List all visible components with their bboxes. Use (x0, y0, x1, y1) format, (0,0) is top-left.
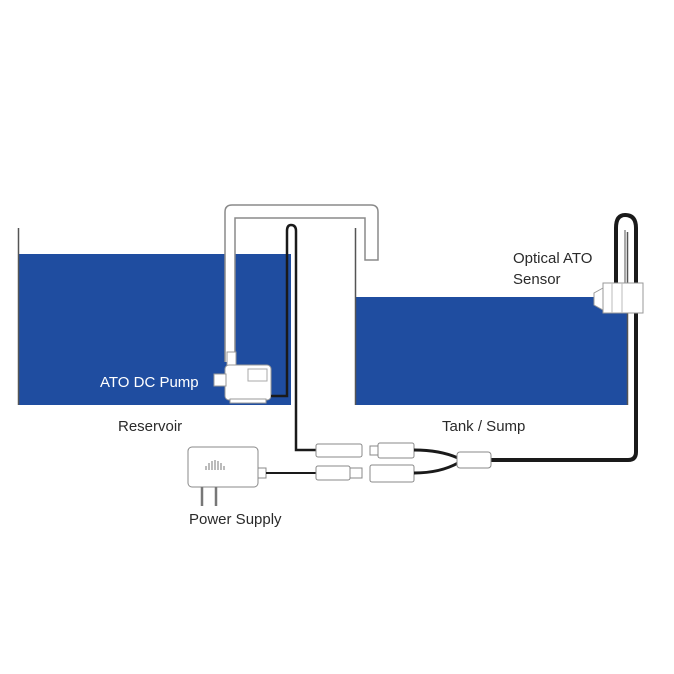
sensor-label-line2: Sensor (513, 271, 561, 288)
power-supply-label: Power Supply (189, 511, 282, 528)
sensor-label-line1: Optical ATO (513, 250, 593, 267)
connectors (315, 442, 415, 483)
pump-cable (271, 223, 316, 452)
pump-label: ATO DC Pump (100, 374, 199, 391)
y-splitter (456, 451, 492, 469)
return-pipe (224, 204, 379, 362)
y-splitter-cable (413, 448, 459, 475)
optical-ato-sensor (593, 282, 644, 314)
tank-water (355, 297, 628, 405)
reservoir-label: Reservoir (118, 418, 183, 435)
tank-sump (354, 228, 629, 405)
tank-label: Tank / Sump (442, 418, 526, 435)
power-supply (187, 446, 267, 506)
ato-dc-pump (213, 351, 272, 404)
sensor-cable (490, 212, 638, 462)
